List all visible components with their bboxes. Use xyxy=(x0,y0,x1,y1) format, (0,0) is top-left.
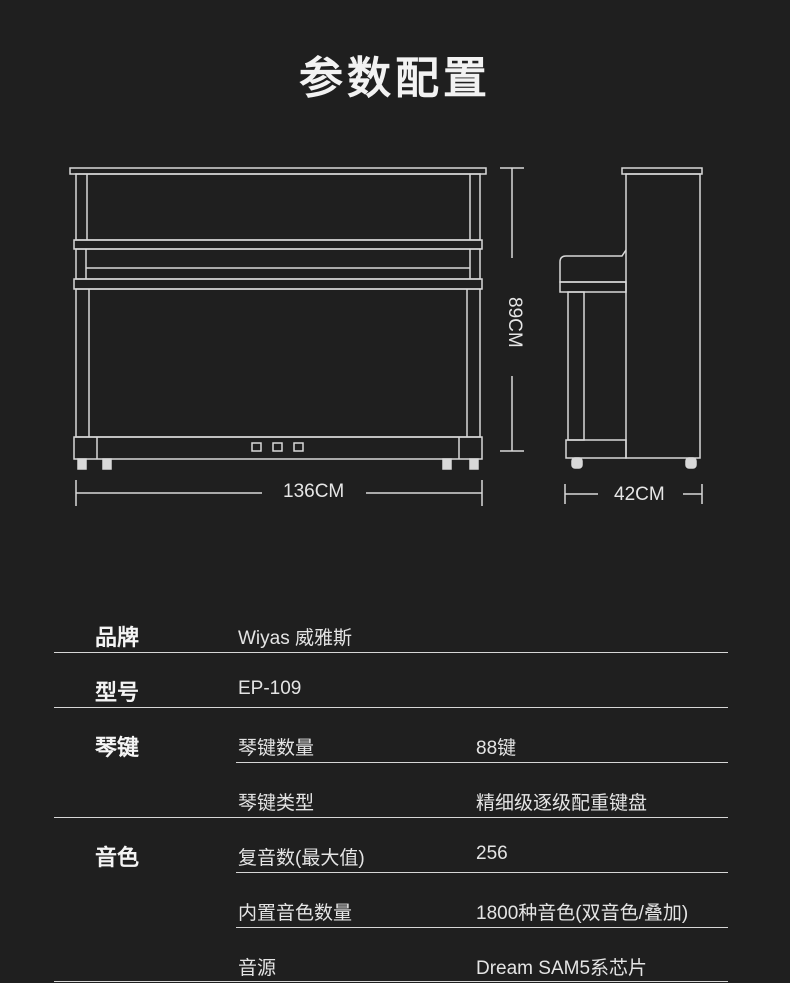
pedal-icon xyxy=(293,442,304,452)
pedal-icon xyxy=(251,442,262,452)
divider xyxy=(54,817,728,818)
brand-value: Wiyas 威雅斯 xyxy=(238,628,353,649)
spec-row-label: 内置音色数量 xyxy=(238,903,353,924)
depth-dimension-line xyxy=(564,484,703,504)
height-dimension-line xyxy=(500,167,524,452)
spec-row-value: 256 xyxy=(476,843,508,864)
spec-category-model: 型号 xyxy=(95,681,140,706)
pedal-icon xyxy=(272,442,283,452)
divider xyxy=(236,762,728,763)
spec-row-value: 1800种音色(双音色/叠加) xyxy=(476,903,689,924)
spec-row-label: 琴键类型 xyxy=(238,793,315,814)
spec-category-sound: 音色 xyxy=(95,846,140,871)
width-dimension-line xyxy=(75,480,483,506)
spec-row-value: 精细级逐级配重键盘 xyxy=(476,793,648,814)
piano-side-view xyxy=(559,167,703,469)
spec-category-keys: 琴键 xyxy=(95,736,140,761)
divider xyxy=(236,872,728,873)
piano-front-view xyxy=(69,167,487,470)
depth-label: 42CM xyxy=(614,484,665,505)
height-label: 89CM xyxy=(504,297,525,348)
divider xyxy=(54,707,728,708)
spec-row-label: 复音数(最大值) xyxy=(238,848,365,869)
spec-row-value: Dream SAM5系芯片 xyxy=(476,958,648,979)
divider xyxy=(54,981,728,982)
width-label: 136CM xyxy=(283,481,345,502)
spec-row-label: 琴键数量 xyxy=(238,738,315,759)
divider xyxy=(54,652,728,653)
page-title: 参数配置 xyxy=(299,53,491,104)
piano-dimension-drawing xyxy=(69,167,703,506)
spec-row-value: 88键 xyxy=(476,738,517,759)
spec-row-label: 音源 xyxy=(238,958,277,979)
spec-category-brand: 品牌 xyxy=(95,626,140,651)
divider xyxy=(236,927,728,928)
model-value: EP-109 xyxy=(238,678,302,699)
